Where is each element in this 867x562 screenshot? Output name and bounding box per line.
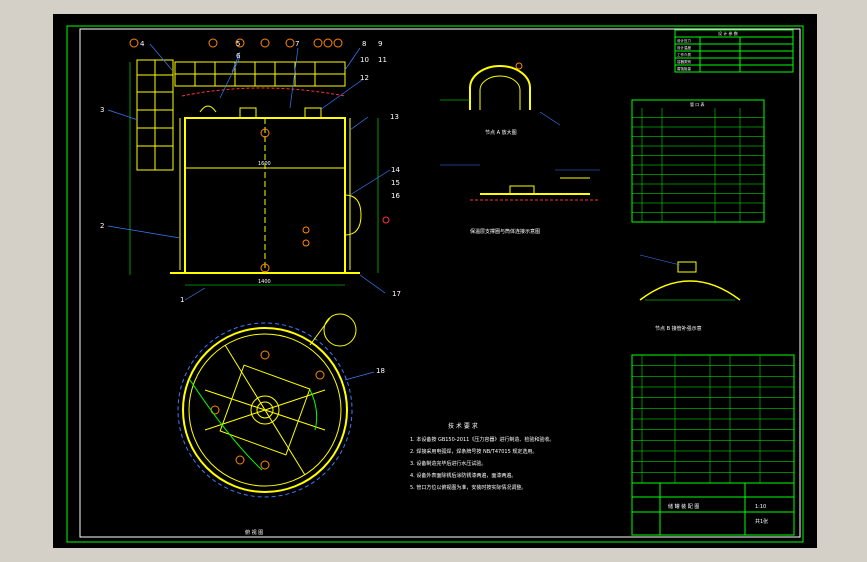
drawing-title: 储 罐 装 配 图	[668, 503, 699, 510]
design-row-1: 设计压力	[677, 38, 691, 43]
note-4: 4. 设备外表面除锈后涂防锈漆两遍，面漆两遍。	[410, 472, 516, 479]
caption-detail-c: 节点 B 接管补强示意	[655, 325, 702, 332]
part-no-11: 11	[378, 56, 387, 64]
design-row-3: 工作介质	[677, 52, 691, 57]
part-no-7: 7	[295, 40, 299, 48]
technical-notes: 技 术 要 求 1. 本设备按 GB150-2011《压力容器》进行制造、检验和…	[410, 422, 554, 491]
part-no-15: 15	[391, 179, 400, 187]
part-no-12: 12	[360, 74, 369, 82]
part-no-14: 14	[391, 166, 400, 174]
notes-title: 技 术 要 求	[448, 422, 478, 430]
nozzle-table-title: 管 口 表	[690, 101, 705, 107]
caption-plan-view: 俯 视 图	[245, 529, 263, 536]
bom-table	[631, 354, 795, 484]
title-block: 储 罐 装 配 图 1:10 共1张	[631, 482, 795, 536]
part-no-6: 6	[236, 52, 241, 60]
dim-inner-height: 1600	[258, 161, 271, 167]
design-row-5: 腐蚀裕量	[677, 66, 691, 71]
part-no-4: 4	[140, 40, 145, 48]
nozzle-table: 管 口 表	[631, 99, 765, 223]
drawing-scale: 1:10	[755, 504, 766, 510]
design-table: 设 计 参 数 设计压力 设计温度 工作介质 容器类别 腐蚀裕量	[674, 29, 794, 73]
part-no-8: 8	[362, 40, 366, 48]
elevation-view: 1400 1600	[100, 38, 401, 304]
part-no-16: 16	[391, 192, 400, 200]
detail-c: 节点 B 接管补强示意	[639, 254, 741, 332]
detail-b: 保温层支撑圈与筒体连接示意图	[440, 164, 600, 235]
dim-main-width: 1400	[258, 279, 271, 285]
caption-detail-a: 节点 A 放大图	[485, 129, 517, 136]
drawing-sheet: 共1张	[755, 518, 768, 525]
part-no-10: 10	[360, 56, 369, 64]
part-no-9: 9	[378, 40, 382, 48]
part-no-18: 18	[376, 367, 385, 375]
part-no-3: 3	[100, 106, 104, 114]
inner-border	[79, 28, 801, 538]
outer-border	[66, 25, 804, 543]
part-no-5: 5	[236, 40, 240, 48]
part-no-2: 2	[100, 222, 104, 230]
plan-view: 18 俯 视 图	[177, 313, 385, 536]
part-no-13: 13	[390, 113, 399, 121]
design-row-2: 设计温度	[677, 45, 691, 50]
detail-a: 节点 A 放大图	[440, 62, 561, 136]
design-table-title: 设 计 参 数	[718, 30, 738, 36]
caption-detail-b: 保温层支撑圈与筒体连接示意图	[470, 228, 540, 235]
note-5: 5. 管口方位以俯视图为准，安装时按实际情况调整。	[410, 484, 526, 491]
design-row-4: 容器类别	[677, 59, 691, 64]
note-3: 3. 设备制造完毕后进行水压试验。	[410, 460, 486, 467]
note-2: 2. 焊接采用电弧焊，焊条牌号按 NB/T47015 规定选用。	[410, 448, 537, 455]
part-no-1: 1	[180, 296, 184, 304]
note-1: 1. 本设备按 GB150-2011《压力容器》进行制造、检验和验收。	[410, 436, 554, 443]
part-no-17: 17	[392, 290, 401, 298]
